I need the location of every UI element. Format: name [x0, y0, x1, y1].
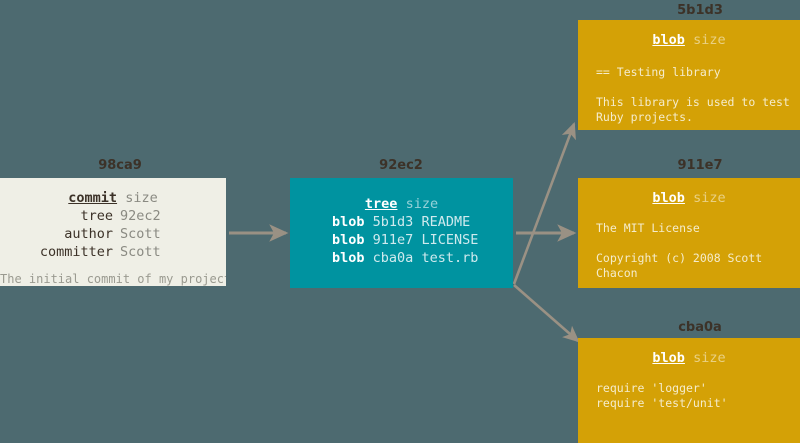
tree-size-label: size: [405, 196, 439, 212]
tree-entry-type: blob: [332, 214, 365, 230]
tree-entry-hash: cba0a: [372, 250, 414, 266]
blob-license-header: blob size: [578, 189, 800, 207]
commit-field-value: Scott: [120, 244, 161, 260]
blob-readme-header: blob size: [578, 31, 800, 49]
blob-test-header: blob size: [578, 349, 800, 367]
blob-readme-content: == Testing library This library is used …: [596, 65, 790, 124]
node-box-commit[interactable]: commit size tree 92ec2 author Scott comm…: [0, 178, 226, 286]
tree-entry-name: README: [421, 214, 471, 230]
node-label-blob-readme: 5b1d3: [677, 3, 723, 18]
blob-size-label: size: [693, 350, 726, 366]
node-box-blob-license[interactable]: blob size The MIT License Copyright (c) …: [578, 178, 800, 288]
commit-size-label: size: [125, 190, 158, 206]
blob-keyword: blob: [652, 32, 685, 48]
node-label-commit: 98ca9: [98, 158, 142, 173]
commit-field-row: tree 92ec2: [0, 207, 226, 225]
commit-field-value: 92ec2: [120, 208, 161, 224]
blob-license-content: The MIT License Copyright (c) 2008 Scott…: [596, 221, 763, 280]
node-label-blob-test: cba0a: [678, 320, 722, 335]
node-box-blob-test[interactable]: blob size require 'logger' require 'test…: [578, 338, 800, 443]
tree-entry-name: LICENSE: [421, 232, 479, 248]
node-box-tree[interactable]: tree size blob 5b1d3 README blob 911e7 L…: [290, 178, 513, 288]
commit-field-key: author: [64, 226, 113, 242]
tree-entry: blob 5b1d3 README: [332, 213, 513, 231]
commit-header: commit size: [0, 189, 226, 207]
commit-field-value: Scott: [120, 226, 161, 242]
node-label-blob-license: 911e7: [677, 158, 723, 173]
blob-test-content: require 'logger' require 'test/unit' cla…: [596, 381, 776, 443]
tree-entry-type: blob: [332, 250, 365, 266]
tree-entry-hash: 911e7: [372, 232, 414, 248]
node-label-tree: 92ec2: [379, 158, 423, 173]
commit-message: The initial commit of my project: [0, 272, 226, 286]
blob-size-label: size: [693, 190, 726, 206]
tree-keyword: tree: [364, 196, 398, 212]
commit-field-key: tree: [80, 208, 113, 224]
blob-keyword: blob: [652, 190, 685, 206]
edge-tree-to-blob-test: [513, 284, 580, 343]
tree-entry-list: blob 5b1d3 README blob 911e7 LICENSE blo…: [290, 213, 513, 267]
commit-keyword: commit: [68, 190, 118, 206]
commit-field-list: tree 92ec2 author Scott committer Scott: [0, 207, 226, 261]
tree-entry: blob 911e7 LICENSE: [332, 231, 513, 249]
tree-entry: blob cba0a test.rb: [332, 249, 513, 267]
commit-field-key: committer: [39, 244, 113, 260]
blob-keyword: blob: [652, 350, 685, 366]
commit-field-row: committer Scott: [0, 243, 226, 261]
blob-size-label: size: [693, 32, 726, 48]
tree-header: tree size: [290, 195, 513, 213]
tree-entry-type: blob: [332, 232, 365, 248]
edge-tree-to-blob-readme: [512, 122, 576, 285]
commit-field-row: author Scott: [0, 225, 226, 243]
tree-entry-hash: 5b1d3: [372, 214, 414, 230]
tree-entry-name: test.rb: [421, 250, 479, 266]
node-box-blob-readme[interactable]: blob size == Testing library This librar…: [578, 20, 800, 130]
